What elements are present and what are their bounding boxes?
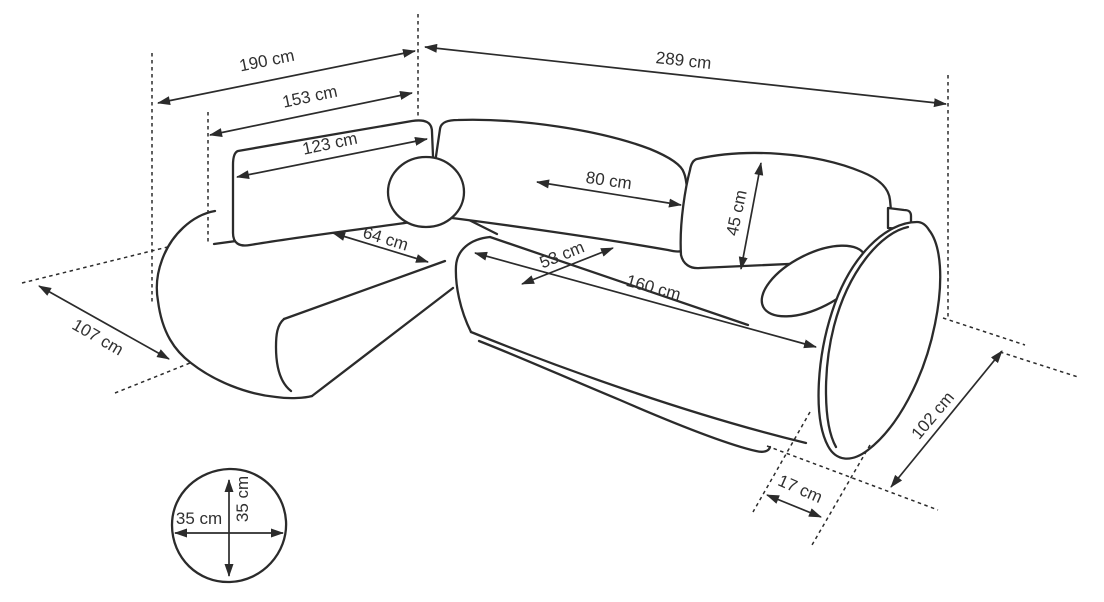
dashed-armrest-inset-b: [811, 444, 871, 546]
chaise-front-bottom-edge: [310, 286, 455, 398]
dimension-line-190: [157, 48, 416, 106]
label-35-width: 35 cm: [176, 509, 222, 528]
dimension-line-17: [766, 494, 822, 518]
dimension-line-64: [332, 232, 429, 263]
chaise-armrest-outline: [155, 209, 314, 400]
construction-lines-front: [207, 14, 1079, 546]
dimension-line-289: [424, 43, 947, 108]
right-armrest: [817, 220, 942, 460]
dimension-line-102: [890, 350, 1003, 488]
label-289: 289 cm: [655, 48, 712, 73]
right-base-bottom-edge: [477, 339, 772, 453]
dimension-line-160: [474, 251, 817, 349]
dimension-lines: [38, 43, 1003, 518]
dimension-line-153: [209, 91, 413, 137]
dashed-floor-front-right: [766, 445, 939, 511]
label-153: 153 cm: [281, 82, 339, 112]
dimension-line-80: [536, 179, 682, 208]
dimension-line-107: [38, 285, 170, 360]
right-armrest-rim: [824, 225, 910, 449]
chaise-front-corner-seam: [274, 317, 293, 393]
chaise-seat-front-edge: [282, 259, 447, 321]
dashed-floor-back-right: [942, 317, 1026, 346]
dimension-line-45: [738, 162, 764, 270]
right-armrest-disc: [817, 220, 942, 460]
dashed-depth-right: [999, 351, 1079, 378]
label-35-height: 35 cm: [233, 476, 252, 522]
label-107: 107 cm: [69, 315, 127, 359]
round-pillow-left: [386, 155, 466, 229]
dashed-armrest-inset-a: [752, 411, 811, 513]
right-seat-left-corner: [454, 235, 492, 334]
label-190: 190 cm: [238, 46, 296, 76]
dimension-line-123: [236, 136, 428, 180]
pillow-detail: [170, 467, 288, 584]
